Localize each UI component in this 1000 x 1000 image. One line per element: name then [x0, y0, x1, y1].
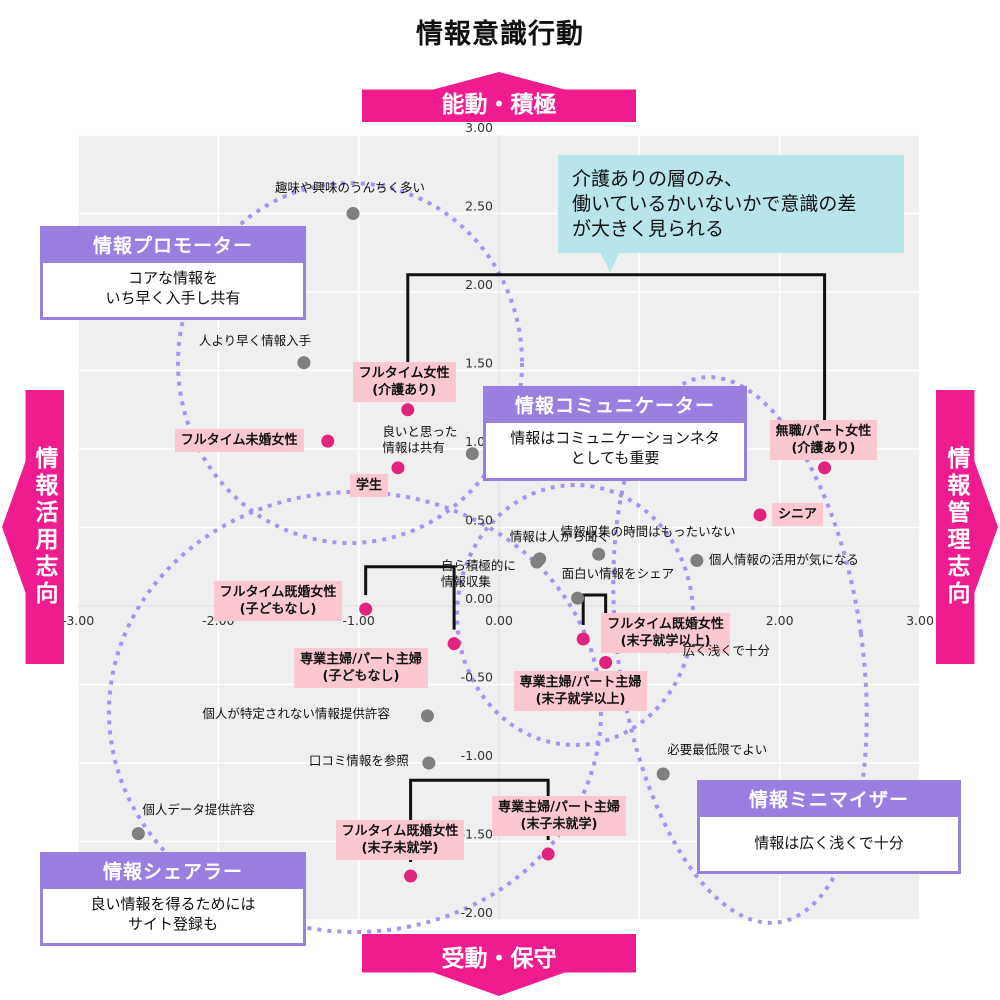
- y-tick-label: -1.00: [461, 748, 493, 763]
- y-tick-label: 2.50: [465, 199, 493, 214]
- attitude-label: 個人が特定されない情報提供許容: [202, 705, 390, 721]
- y-tick-label: 0.00: [465, 591, 493, 606]
- segment-label: フルタイム既婚女性(子どもなし): [213, 581, 343, 622]
- attitude-point: [690, 553, 704, 567]
- attitude-point: [131, 827, 145, 841]
- attitude-label: 個人データ提供許容: [142, 801, 255, 817]
- attitude-label: 必要最低限でよい: [667, 741, 768, 757]
- y-tick-label: -2.00: [461, 905, 493, 920]
- segment-label: 無職/パート女性(介護あり): [769, 419, 878, 460]
- persona-description: としても重要: [570, 449, 660, 467]
- segment-point: [576, 632, 590, 646]
- attitude-point: [530, 555, 544, 569]
- persona-box-communicator: 情報コミュニケーター 情報はコミュニケーションネタ としても重要: [483, 386, 747, 481]
- persona-title: 情報コミュニケーター: [486, 389, 744, 423]
- attitude-label: 面白い情報をシェア: [561, 566, 675, 582]
- callout-note: 介護ありの層のみ、 働いているかいないかで意識の差 が大きく見られる: [558, 155, 904, 253]
- attitude-point: [592, 547, 606, 561]
- persona-outline-promoter: [176, 181, 524, 545]
- persona-description: いち早く入手し共有: [105, 289, 241, 307]
- attitude-label: 情報は人から聞く: [509, 528, 610, 544]
- callout-pointer: [600, 252, 620, 272]
- persona-box-sharer: 情報シェアラー 良い情報を得るためには サイト登録も: [40, 852, 306, 946]
- segment-point: [321, 434, 335, 448]
- segment-point: [401, 403, 415, 417]
- attitude-point: [656, 767, 670, 781]
- attitude-point: [422, 756, 436, 770]
- persona-description: 情報はコミュニケーションネタ: [510, 429, 720, 447]
- x-tick-label: -1.00: [342, 613, 374, 628]
- attitude-label: 口コミ情報を参照: [308, 753, 409, 768]
- segment-point: [599, 656, 613, 670]
- persona-outline-minimizer: [611, 375, 869, 925]
- persona-title: 情報ミニマイザー: [700, 783, 958, 817]
- callout-line: 介護ありの層のみ、: [572, 168, 744, 190]
- segment-point: [391, 461, 405, 475]
- y-tick-label: 3.00: [465, 120, 493, 135]
- dendrogram-bracket: [406, 273, 827, 454]
- callout-line: 働いているかいないかで意識の差: [572, 193, 857, 215]
- persona-description: サイト登録も: [127, 915, 218, 933]
- x-tick-label: 2.00: [766, 613, 794, 628]
- segment-label: フルタイム既婚女性(末子就学以上): [601, 612, 730, 653]
- segment-label: 専業主婦/パート主婦(末子就学以上): [513, 670, 648, 711]
- attitude-label: 人より早く情報入手: [198, 332, 312, 348]
- segment-point: [753, 508, 767, 522]
- y-tick-label: 1.50: [465, 356, 493, 371]
- segment-point: [404, 869, 418, 883]
- y-tick-label: -1.50: [461, 827, 493, 842]
- attitude-label: 広く浅くで十分: [682, 642, 770, 658]
- attitude-point: [297, 356, 311, 370]
- dendrogram-bracket: [364, 565, 456, 630]
- axis-arrow-top: 能動・積極: [362, 72, 636, 122]
- x-tick-label: 0.00: [485, 613, 513, 628]
- y-tick-label: 0.50: [465, 513, 493, 528]
- segment-point: [447, 637, 461, 651]
- attitude-label: 情報収集の時間はもったいない: [560, 524, 736, 540]
- attitude-point: [420, 709, 434, 723]
- x-tick-label: -3.00: [62, 613, 94, 628]
- attitude-point: [465, 447, 479, 461]
- segment-label: フルタイム未婚女性: [174, 429, 304, 453]
- persona-outline-sharer: [107, 490, 603, 934]
- persona-description: 情報は広く浅くで十分: [754, 834, 904, 852]
- segment-label: シニア: [772, 502, 824, 526]
- segment-label: 専業主婦/パート主婦(子どもなし): [294, 647, 428, 688]
- attitude-point: [571, 591, 585, 605]
- attitude-point: [346, 207, 360, 220]
- segment-point: [359, 602, 373, 616]
- attitude-label: 自ら積極的に情報収集: [440, 558, 516, 590]
- persona-description: 良い情報を得るためには: [90, 895, 256, 913]
- y-tick-label: 2.00: [465, 277, 493, 292]
- callout-line: が大きく見られる: [572, 218, 725, 240]
- page-title: 情報意識行動: [416, 19, 584, 50]
- attitude-label: 趣味や興味のうんちく多い: [275, 179, 426, 195]
- segment-label: フルタイム女性(介護あり): [352, 361, 456, 402]
- persona-title: 情報プロモーター: [43, 229, 303, 263]
- segment-label: フルタイム既婚女性(末子未就学): [335, 820, 465, 861]
- y-tick-label: -0.50: [461, 670, 493, 685]
- segment-point: [541, 847, 555, 861]
- persona-title: 情報シェアラー: [43, 855, 303, 889]
- persona-box-minimizer: 情報ミニマイザー 情報は広く浅くで十分: [697, 780, 961, 874]
- persona-description: コアな情報を: [127, 269, 218, 287]
- segment-point: [818, 461, 832, 475]
- attitude-label: 個人情報の活用が気になる: [708, 552, 859, 568]
- segment-label: 専業主婦/パート主婦(末子未就学): [492, 796, 626, 837]
- persona-box-promoter: 情報プロモーター コアな情報を いち早く入手し共有: [40, 226, 306, 320]
- x-tick-label: 3.00: [906, 613, 934, 628]
- attitude-label: 良いと思った情報は共有: [382, 423, 458, 455]
- segment-label: 学生: [349, 473, 388, 497]
